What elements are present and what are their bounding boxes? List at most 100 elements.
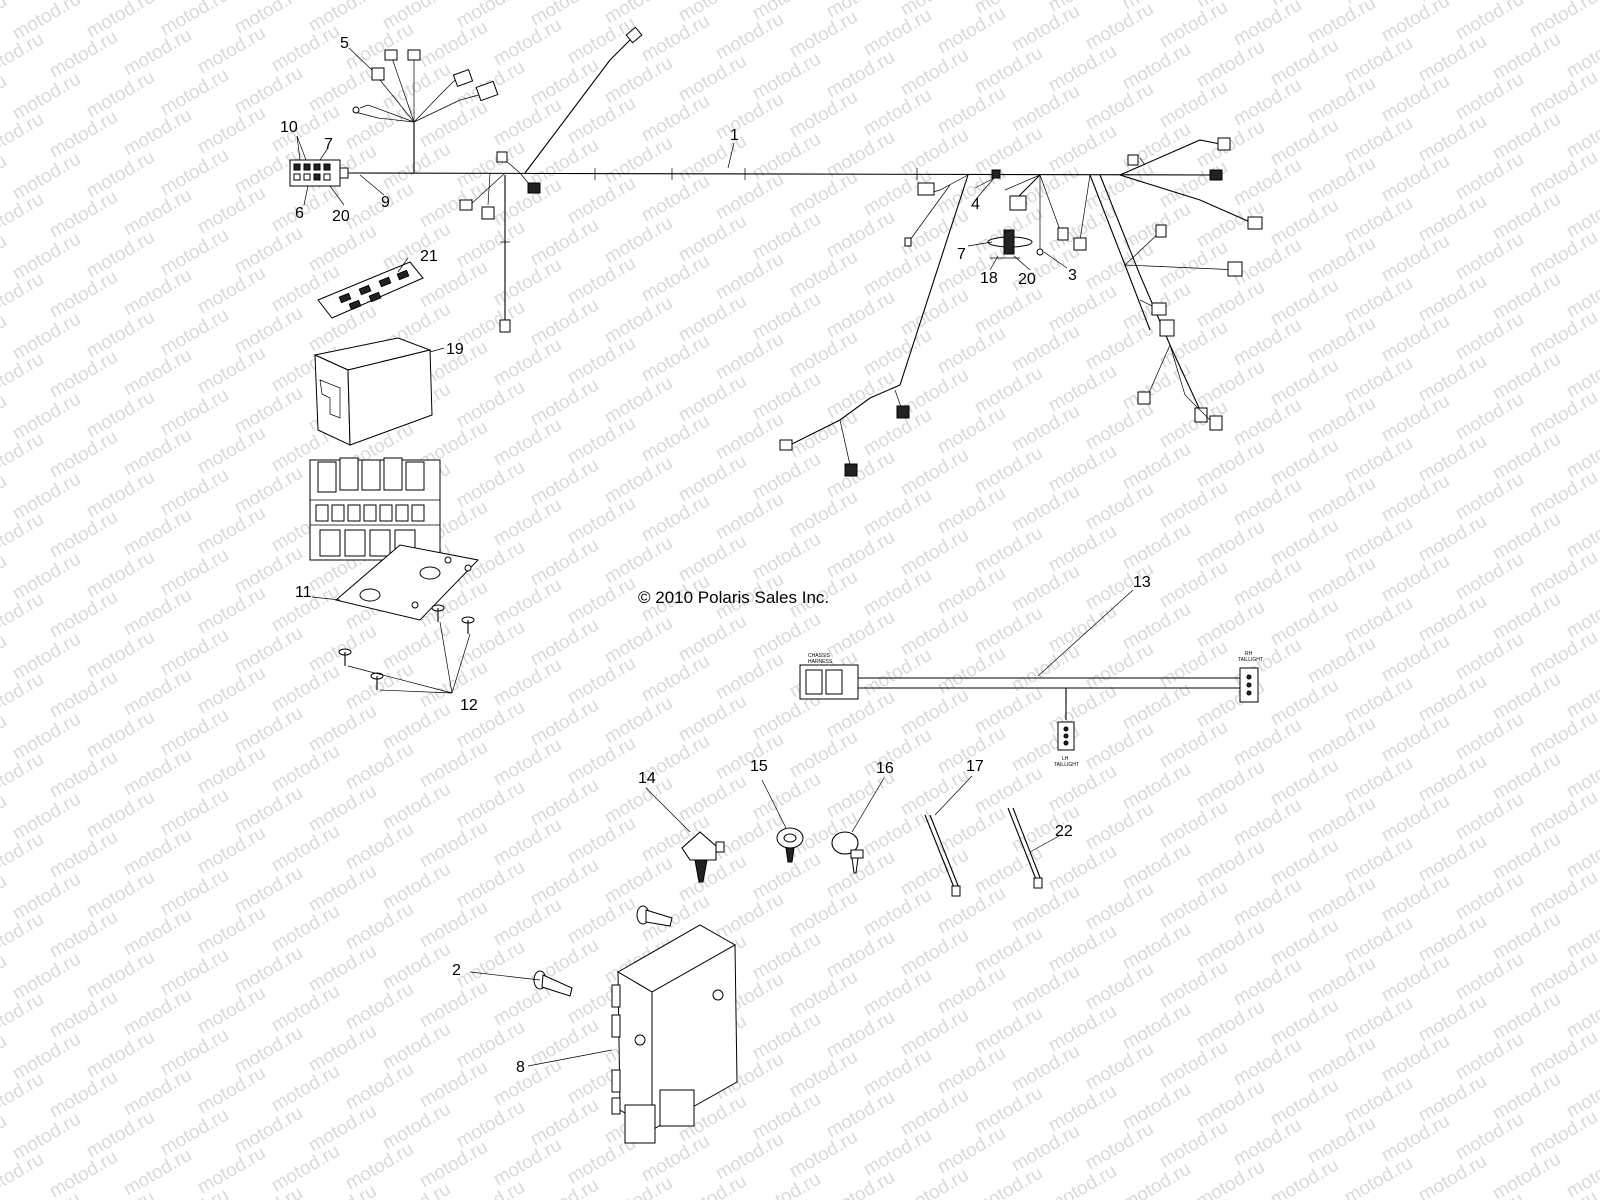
- watermark-text: motod.ru: [379, 1179, 454, 1200]
- watermark-text: motod.ru: [1008, 401, 1083, 457]
- watermark-text: motod.ru: [1156, 77, 1231, 133]
- watermark-text: motod.ru: [0, 1149, 47, 1200]
- watermark-text: motod.ru: [1304, 1113, 1379, 1169]
- watermark-text: motod.ru: [9, 469, 84, 525]
- watermark-text: motod.ru: [342, 1139, 417, 1195]
- watermark-text: motod.ru: [1489, 829, 1564, 885]
- watermark-text: motod.ru: [416, 817, 491, 873]
- watermark-text: motod.ru: [1119, 1159, 1194, 1200]
- watermark-text: motod.ru: [1526, 1027, 1600, 1083]
- watermark-text: motod.ru: [1156, 477, 1231, 533]
- watermark-text: motod.ru: [1526, 307, 1600, 363]
- watermark-text: motod.ru: [601, 533, 676, 589]
- watermark-text: motod.ru: [1119, 1079, 1194, 1135]
- watermark-text: motod.ru: [157, 1025, 232, 1081]
- watermark-text: motod.ru: [305, 621, 380, 677]
- watermark-text: motod.ru: [1119, 119, 1194, 175]
- watermark-text: motod.ru: [9, 629, 84, 685]
- watermark-text: motod.ru: [1267, 115, 1342, 171]
- watermark-text: motod.ru: [897, 765, 972, 821]
- callout-10: 10: [280, 119, 298, 136]
- watermark-text: motod.ru: [1193, 1077, 1268, 1133]
- watermark-text: motod.ru: [1267, 1155, 1342, 1200]
- watermark-text: motod.ru: [1341, 753, 1416, 809]
- watermark-text: motod.ru: [83, 147, 158, 203]
- watermark-text: motod.ru: [0, 151, 10, 207]
- watermark-text: motod.ru: [823, 927, 898, 983]
- watermark-text: motod.ru: [46, 907, 121, 963]
- watermark-text: motod.ru: [1267, 995, 1342, 1051]
- watermark-text: motod.ru: [675, 691, 750, 747]
- watermark-text: motod.ru: [194, 103, 269, 159]
- watermark-text: motod.ru: [231, 303, 306, 359]
- watermark-text: motod.ru: [1526, 147, 1600, 203]
- watermark-text: motod.ru: [1008, 81, 1083, 137]
- watermark-text: motod.ru: [1378, 711, 1453, 767]
- watermark-text: motod.ru: [305, 221, 380, 277]
- watermark-text: motod.ru: [1230, 715, 1305, 771]
- watermark-text: motod.ru: [83, 707, 158, 763]
- watermark-text: motod.ru: [0, 749, 47, 805]
- watermark-text: motod.ru: [934, 483, 1009, 539]
- watermark-text: motod.ru: [1378, 0, 1453, 46]
- watermark-text: motod.ru: [1193, 357, 1268, 413]
- watermark-text: motod.ru: [1008, 1121, 1083, 1177]
- watermark-text: motod.ru: [1489, 1149, 1564, 1200]
- watermark-text: motod.ru: [638, 251, 713, 307]
- callout-2: 2: [452, 962, 461, 979]
- watermark-text: motod.ru: [527, 375, 602, 431]
- watermark-text: motod.ru: [120, 1145, 195, 1200]
- watermark-text: motod.ru: [860, 485, 935, 541]
- watermark-text: motod.ru: [0, 189, 47, 245]
- watermark-text: motod.ru: [638, 491, 713, 547]
- watermark-text: motod.ru: [1489, 109, 1564, 165]
- watermark-text: motod.ru: [231, 463, 306, 519]
- watermark-text: motod.ru: [712, 249, 787, 305]
- watermark-text: motod.ru: [934, 1043, 1009, 1099]
- watermark-text: motod.ru: [83, 387, 158, 443]
- watermark-text: motod.ru: [786, 167, 861, 223]
- watermark-text: motod.ru: [1267, 35, 1342, 91]
- watermark-text: motod.ru: [1267, 195, 1342, 251]
- watermark-text: motod.ru: [749, 449, 824, 505]
- watermark-text: motod.ru: [971, 843, 1046, 899]
- watermark-text: motod.ru: [0, 471, 10, 527]
- watermark-text: motod.ru: [1526, 947, 1600, 1003]
- watermark-text: motod.ru: [194, 343, 269, 399]
- watermark-text: motod.ru: [194, 743, 269, 799]
- watermark-text: motod.ru: [749, 289, 824, 345]
- watermark-text: motod.ru: [120, 665, 195, 721]
- watermark-text: motod.ru: [1415, 991, 1490, 1047]
- watermark-text: motod.ru: [157, 705, 232, 761]
- watermark-text: motod.ru: [1008, 881, 1083, 937]
- watermark-text: motod.ru: [83, 1027, 158, 1083]
- watermark-text: motod.ru: [1045, 1081, 1120, 1137]
- clamp-15: [776, 827, 804, 863]
- watermark-text: motod.ru: [971, 1163, 1046, 1200]
- watermark-text: motod.ru: [0, 311, 10, 367]
- watermark-text: motod.ru: [1193, 597, 1268, 653]
- watermark-text: motod.ru: [1156, 797, 1231, 853]
- watermark-text: motod.ru: [675, 211, 750, 267]
- watermark-text: motod.ru: [1304, 393, 1379, 449]
- callout-14: 14: [638, 770, 656, 787]
- watermark-text: motod.ru: [1267, 275, 1342, 331]
- watermark-text: motod.ru: [490, 815, 565, 871]
- watermark-text: motod.ru: [1378, 551, 1453, 607]
- watermark-text: motod.ru: [1156, 237, 1231, 293]
- watermark-text: motod.ru: [860, 1125, 935, 1181]
- watermark-text: motod.ru: [231, 383, 306, 439]
- watermark-text: motod.ru: [1045, 1161, 1120, 1200]
- screws: [338, 604, 475, 690]
- watermark-text: motod.ru: [157, 225, 232, 281]
- watermark-text: motod.ru: [1341, 833, 1416, 889]
- watermark-text: motod.ru: [1415, 31, 1490, 87]
- watermark-text: motod.ru: [0, 1069, 47, 1125]
- callout-4: 4: [971, 196, 980, 213]
- watermark-text: motod.ru: [1452, 389, 1527, 445]
- watermark-text: motod.ru: [971, 123, 1046, 179]
- watermark-text: motod.ru: [46, 27, 121, 83]
- watermark-text: motod.ru: [1045, 1001, 1120, 1057]
- watermark-text: motod.ru: [1415, 911, 1490, 967]
- watermark-text: motod.ru: [194, 1143, 269, 1199]
